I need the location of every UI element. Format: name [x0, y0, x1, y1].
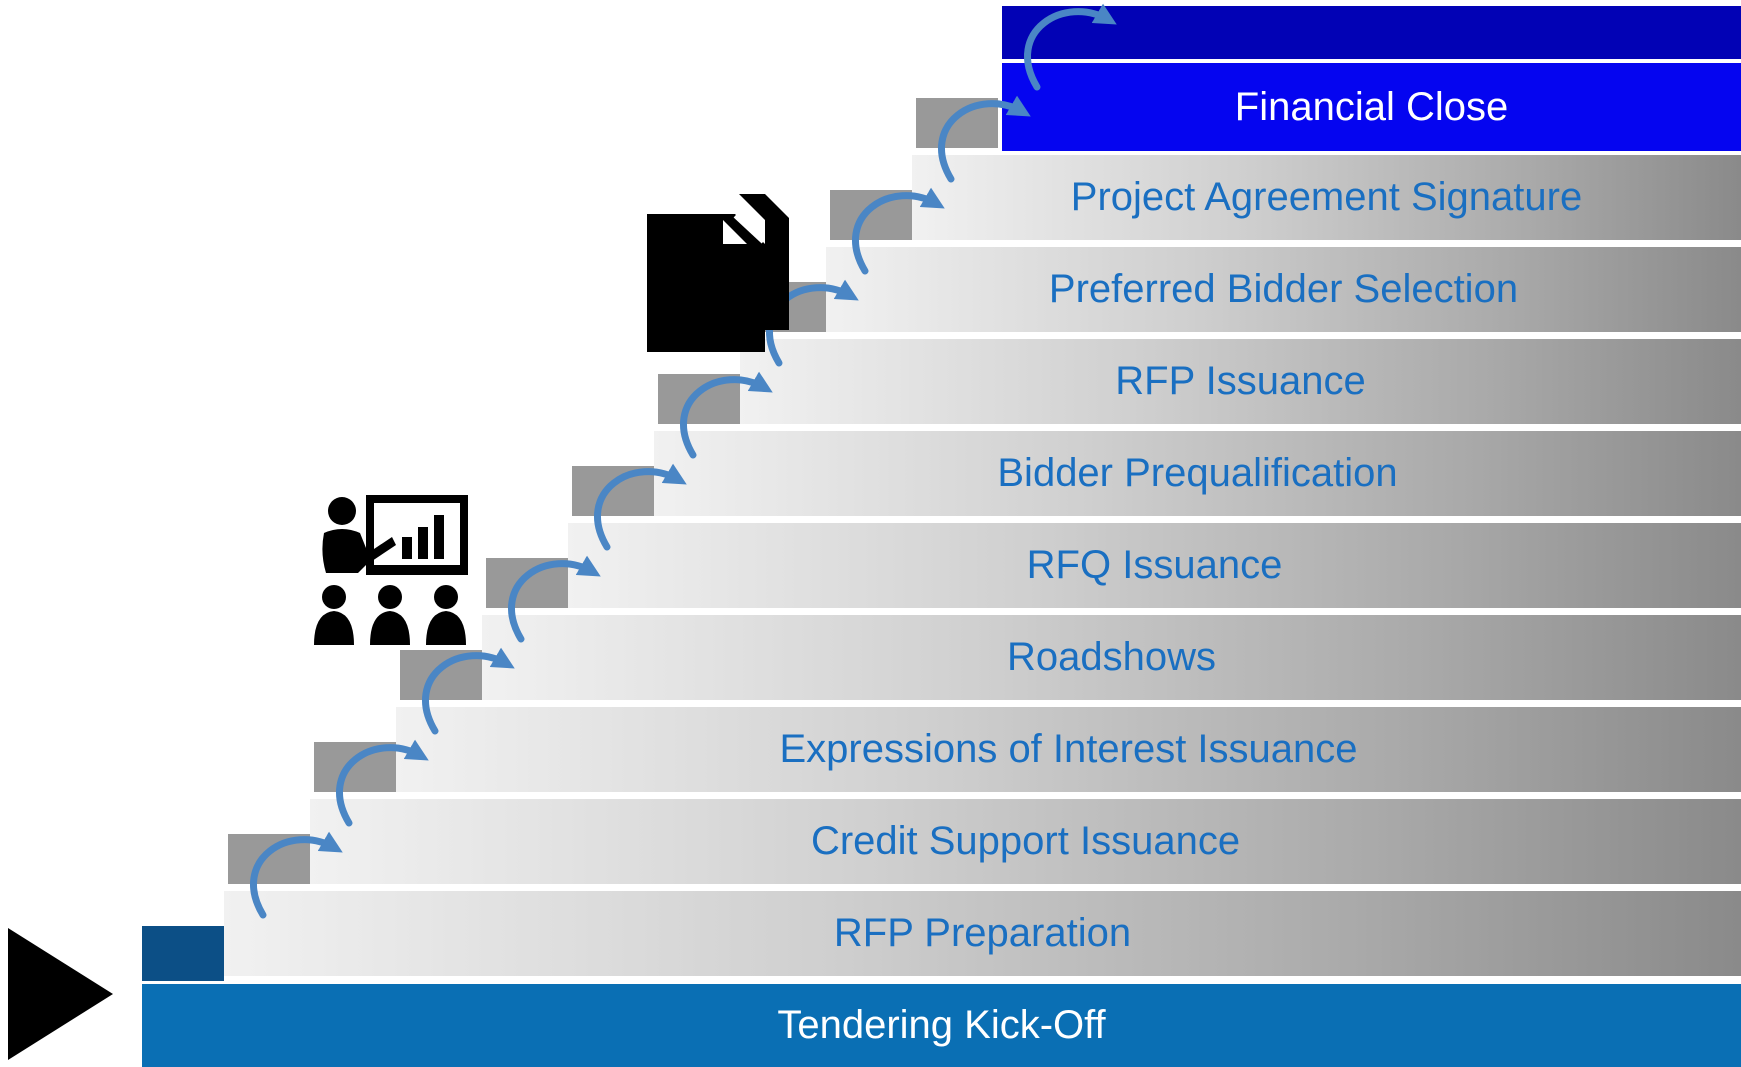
step-label: Project Agreement Signature — [1070, 175, 1583, 219]
step-label: Credit Support Issuance — [810, 819, 1241, 863]
step-label: Roadshows — [1006, 635, 1216, 679]
step-label: RFP Issuance — [1115, 359, 1366, 403]
step-roadshows: Roadshows — [482, 615, 1741, 703]
step-label: Financial Close — [1234, 84, 1509, 129]
step-rfp-preparation: RFP Preparation — [224, 891, 1741, 979]
step-label: Expressions of Interest Issuance — [779, 727, 1358, 771]
step-preferred-bidder-selection: Preferred Bidder Selection — [826, 247, 1741, 335]
step-label: RFP Preparation — [833, 911, 1132, 955]
step-label: Bidder Prequalification — [997, 451, 1398, 495]
top-band — [1002, 6, 1741, 59]
step-rfp-issuance: RFP Issuance — [740, 339, 1741, 427]
presentation-audience-icon — [314, 495, 468, 645]
base-riser — [142, 926, 224, 981]
step-expressions-of-interest-issuance: Expressions of Interest Issuance — [396, 707, 1741, 795]
step-label: Preferred Bidder Selection — [1048, 267, 1519, 311]
step-project-agreement-signature: Project Agreement Signature — [912, 155, 1741, 243]
step-label: Tendering Kick-Off — [777, 1003, 1106, 1047]
step-financial-close: Financial Close — [1002, 63, 1741, 151]
documents-icon — [647, 194, 789, 352]
step-bidder-prequalification: Bidder Prequalification — [654, 431, 1741, 519]
step-label: RFQ Issuance — [1026, 543, 1283, 587]
play-triangle-icon — [8, 928, 113, 1060]
step-tendering-kick-off: Tendering Kick-Off — [142, 984, 1741, 1067]
step-rfq-issuance: RFQ Issuance — [568, 523, 1741, 611]
step-credit-support-issuance: Credit Support Issuance — [310, 799, 1741, 887]
